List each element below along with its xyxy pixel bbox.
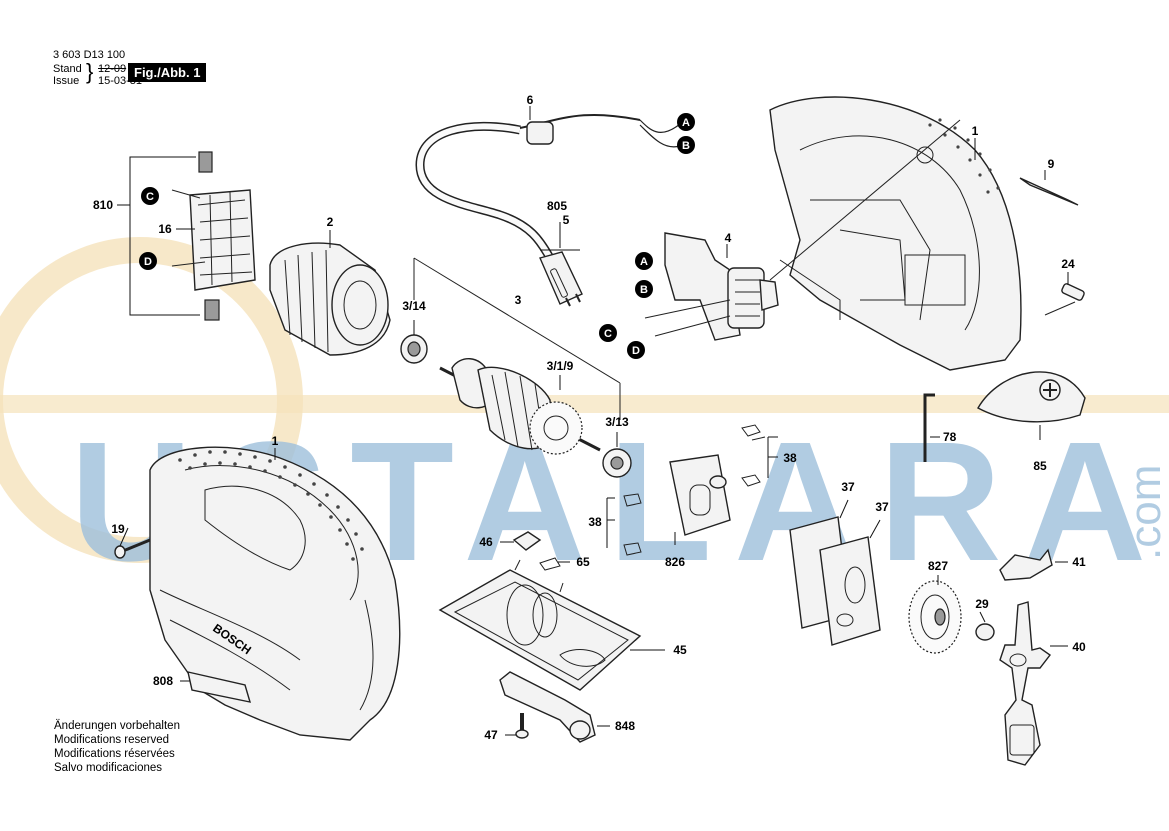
armature-part xyxy=(413,257,621,455)
svg-text:D: D xyxy=(144,256,152,268)
part-label-40: 40 xyxy=(1072,640,1086,654)
part-label-3-1-9: 3/1/9 xyxy=(547,359,574,373)
part-label-65: 65 xyxy=(576,555,590,569)
gear-part xyxy=(908,580,962,654)
base-plate-part xyxy=(438,559,642,691)
part-label-826: 826 xyxy=(665,555,685,569)
part-labels: 6 805 5 4 1 9 24 78 85 810 16 2 3/14 3 3… xyxy=(93,93,1086,742)
power-plug-part xyxy=(539,251,583,307)
connector-markers: A A B B C C D D xyxy=(139,113,695,359)
part-label-808: 808 xyxy=(153,674,173,688)
part-label-9: 9 xyxy=(1048,157,1055,171)
lock-button-part xyxy=(1044,283,1085,316)
part-label-37-left: 37 xyxy=(841,480,855,494)
part-label-3-14: 3/14 xyxy=(402,299,426,313)
part-label-24: 24 xyxy=(1061,257,1075,271)
watermark-suffix: .com xyxy=(1121,465,1169,560)
svg-text:D: D xyxy=(632,345,640,357)
svg-text:A: A xyxy=(640,256,648,268)
screw-part xyxy=(515,713,529,739)
document-number: 3 603 D13 100 xyxy=(53,49,126,61)
svg-text:C: C xyxy=(604,328,612,340)
housing-half-part xyxy=(769,96,1022,371)
stand-date: 12-09 xyxy=(98,63,127,75)
part-label-810: 810 xyxy=(93,198,113,212)
note-de: Änderungen vorbehalten xyxy=(54,720,180,732)
part-label-6: 6 xyxy=(527,93,534,107)
figure-label: Fig./Abb. 1 xyxy=(128,63,207,82)
switch-part xyxy=(644,119,961,341)
header-brace: } xyxy=(86,59,94,84)
part-label-38-upper: 38 xyxy=(783,451,797,465)
notes-block: Änderungen vorbehalten Modifications res… xyxy=(54,719,180,775)
plunger-part xyxy=(999,601,1052,766)
part-label-16: 16 xyxy=(158,222,172,236)
spring-clip-part xyxy=(539,557,561,571)
note-fr: Modifications réservées xyxy=(54,748,175,760)
part-label-38-lower: 38 xyxy=(588,515,602,529)
clamping-lever-part xyxy=(499,671,596,743)
part-label-19: 19 xyxy=(111,522,125,536)
bushing-part xyxy=(975,623,995,641)
svg-text:C: C xyxy=(146,191,154,203)
part-label-85: 85 xyxy=(1033,459,1047,473)
part-label-1-top: 1 xyxy=(972,124,979,138)
connector-a: A A xyxy=(635,113,695,270)
bearing-part xyxy=(400,334,428,364)
issue-label: Issue xyxy=(53,75,80,87)
note-es: Salvo modificaciones xyxy=(54,762,163,774)
part-label-46: 46 xyxy=(479,535,493,549)
stator-part xyxy=(269,242,391,356)
clip-part xyxy=(623,424,766,556)
nameplate-part xyxy=(187,671,252,703)
part-label-37-right: 37 xyxy=(875,500,889,514)
part-label-41: 41 xyxy=(1072,555,1086,569)
connector-d: D D xyxy=(139,252,645,359)
part-label-78: 78 xyxy=(943,430,957,444)
part-label-805: 805 xyxy=(547,199,567,213)
guide-plate-part xyxy=(669,454,731,536)
part-label-1-bottom: 1 xyxy=(272,434,279,448)
part-label-848: 848 xyxy=(615,719,635,733)
pad-part xyxy=(512,531,542,551)
connector-c: C C xyxy=(141,187,617,342)
brush-holder-part xyxy=(171,151,256,321)
part-label-3-13: 3/13 xyxy=(605,415,629,429)
part-label-5: 5 xyxy=(563,213,570,227)
svg-text:B: B xyxy=(682,140,690,152)
power-cable-part xyxy=(415,113,681,261)
part-label-47: 47 xyxy=(484,728,498,742)
bracket-810 xyxy=(129,156,200,316)
stand-label: Stand xyxy=(53,63,82,75)
part-label-4: 4 xyxy=(725,231,732,245)
label-plate-part xyxy=(1019,177,1079,206)
housing-half-part: BOSCH xyxy=(149,446,401,741)
hex-key-part xyxy=(923,393,935,462)
part-label-45: 45 xyxy=(673,643,687,657)
bearing-part xyxy=(602,448,632,478)
part-label-2: 2 xyxy=(327,215,334,229)
support-plate-part xyxy=(789,516,881,646)
roller-part xyxy=(999,548,1053,581)
leader-lines xyxy=(119,106,1069,736)
part-label-29: 29 xyxy=(975,597,989,611)
note-en: Modifications reserved xyxy=(54,734,170,746)
chip-guard-part xyxy=(977,371,1086,423)
connector-b: B B xyxy=(635,136,695,298)
part-label-3: 3 xyxy=(515,293,522,307)
part-label-827: 827 xyxy=(928,559,948,573)
svg-text:B: B xyxy=(640,284,648,296)
svg-text:A: A xyxy=(682,117,690,129)
